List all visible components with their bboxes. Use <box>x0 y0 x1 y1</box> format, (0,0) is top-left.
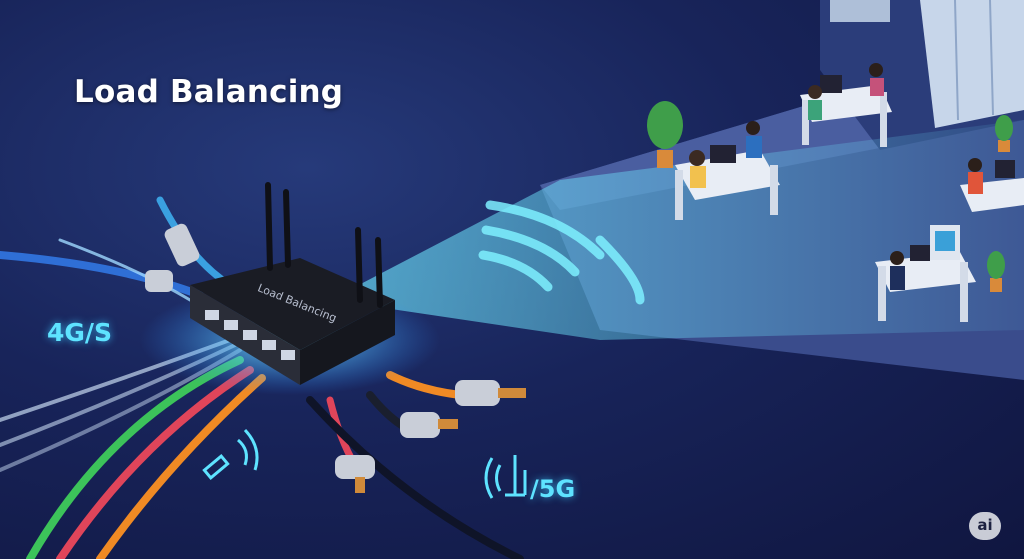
wifi-waves-icon <box>478 200 645 305</box>
satellite-icon <box>202 428 259 481</box>
desk <box>800 63 892 147</box>
network-label-5g: /5G <box>530 475 576 503</box>
ethernet-ports <box>205 310 295 360</box>
plant <box>647 101 683 168</box>
signal-beam <box>330 120 1024 340</box>
office-workers <box>647 63 1024 322</box>
headline: Load Balancing <box>74 74 344 110</box>
plant <box>987 251 1005 292</box>
antennas <box>265 182 383 308</box>
connectors <box>145 223 526 493</box>
router: Load Balancing <box>190 182 395 385</box>
desk <box>875 225 976 322</box>
desk <box>960 158 1024 212</box>
ai-badge: ai <box>969 512 1001 540</box>
network-label-4g: 4G/S <box>47 318 113 347</box>
desk <box>675 121 780 220</box>
plant <box>995 115 1013 152</box>
cell-tower-icon <box>484 455 527 499</box>
